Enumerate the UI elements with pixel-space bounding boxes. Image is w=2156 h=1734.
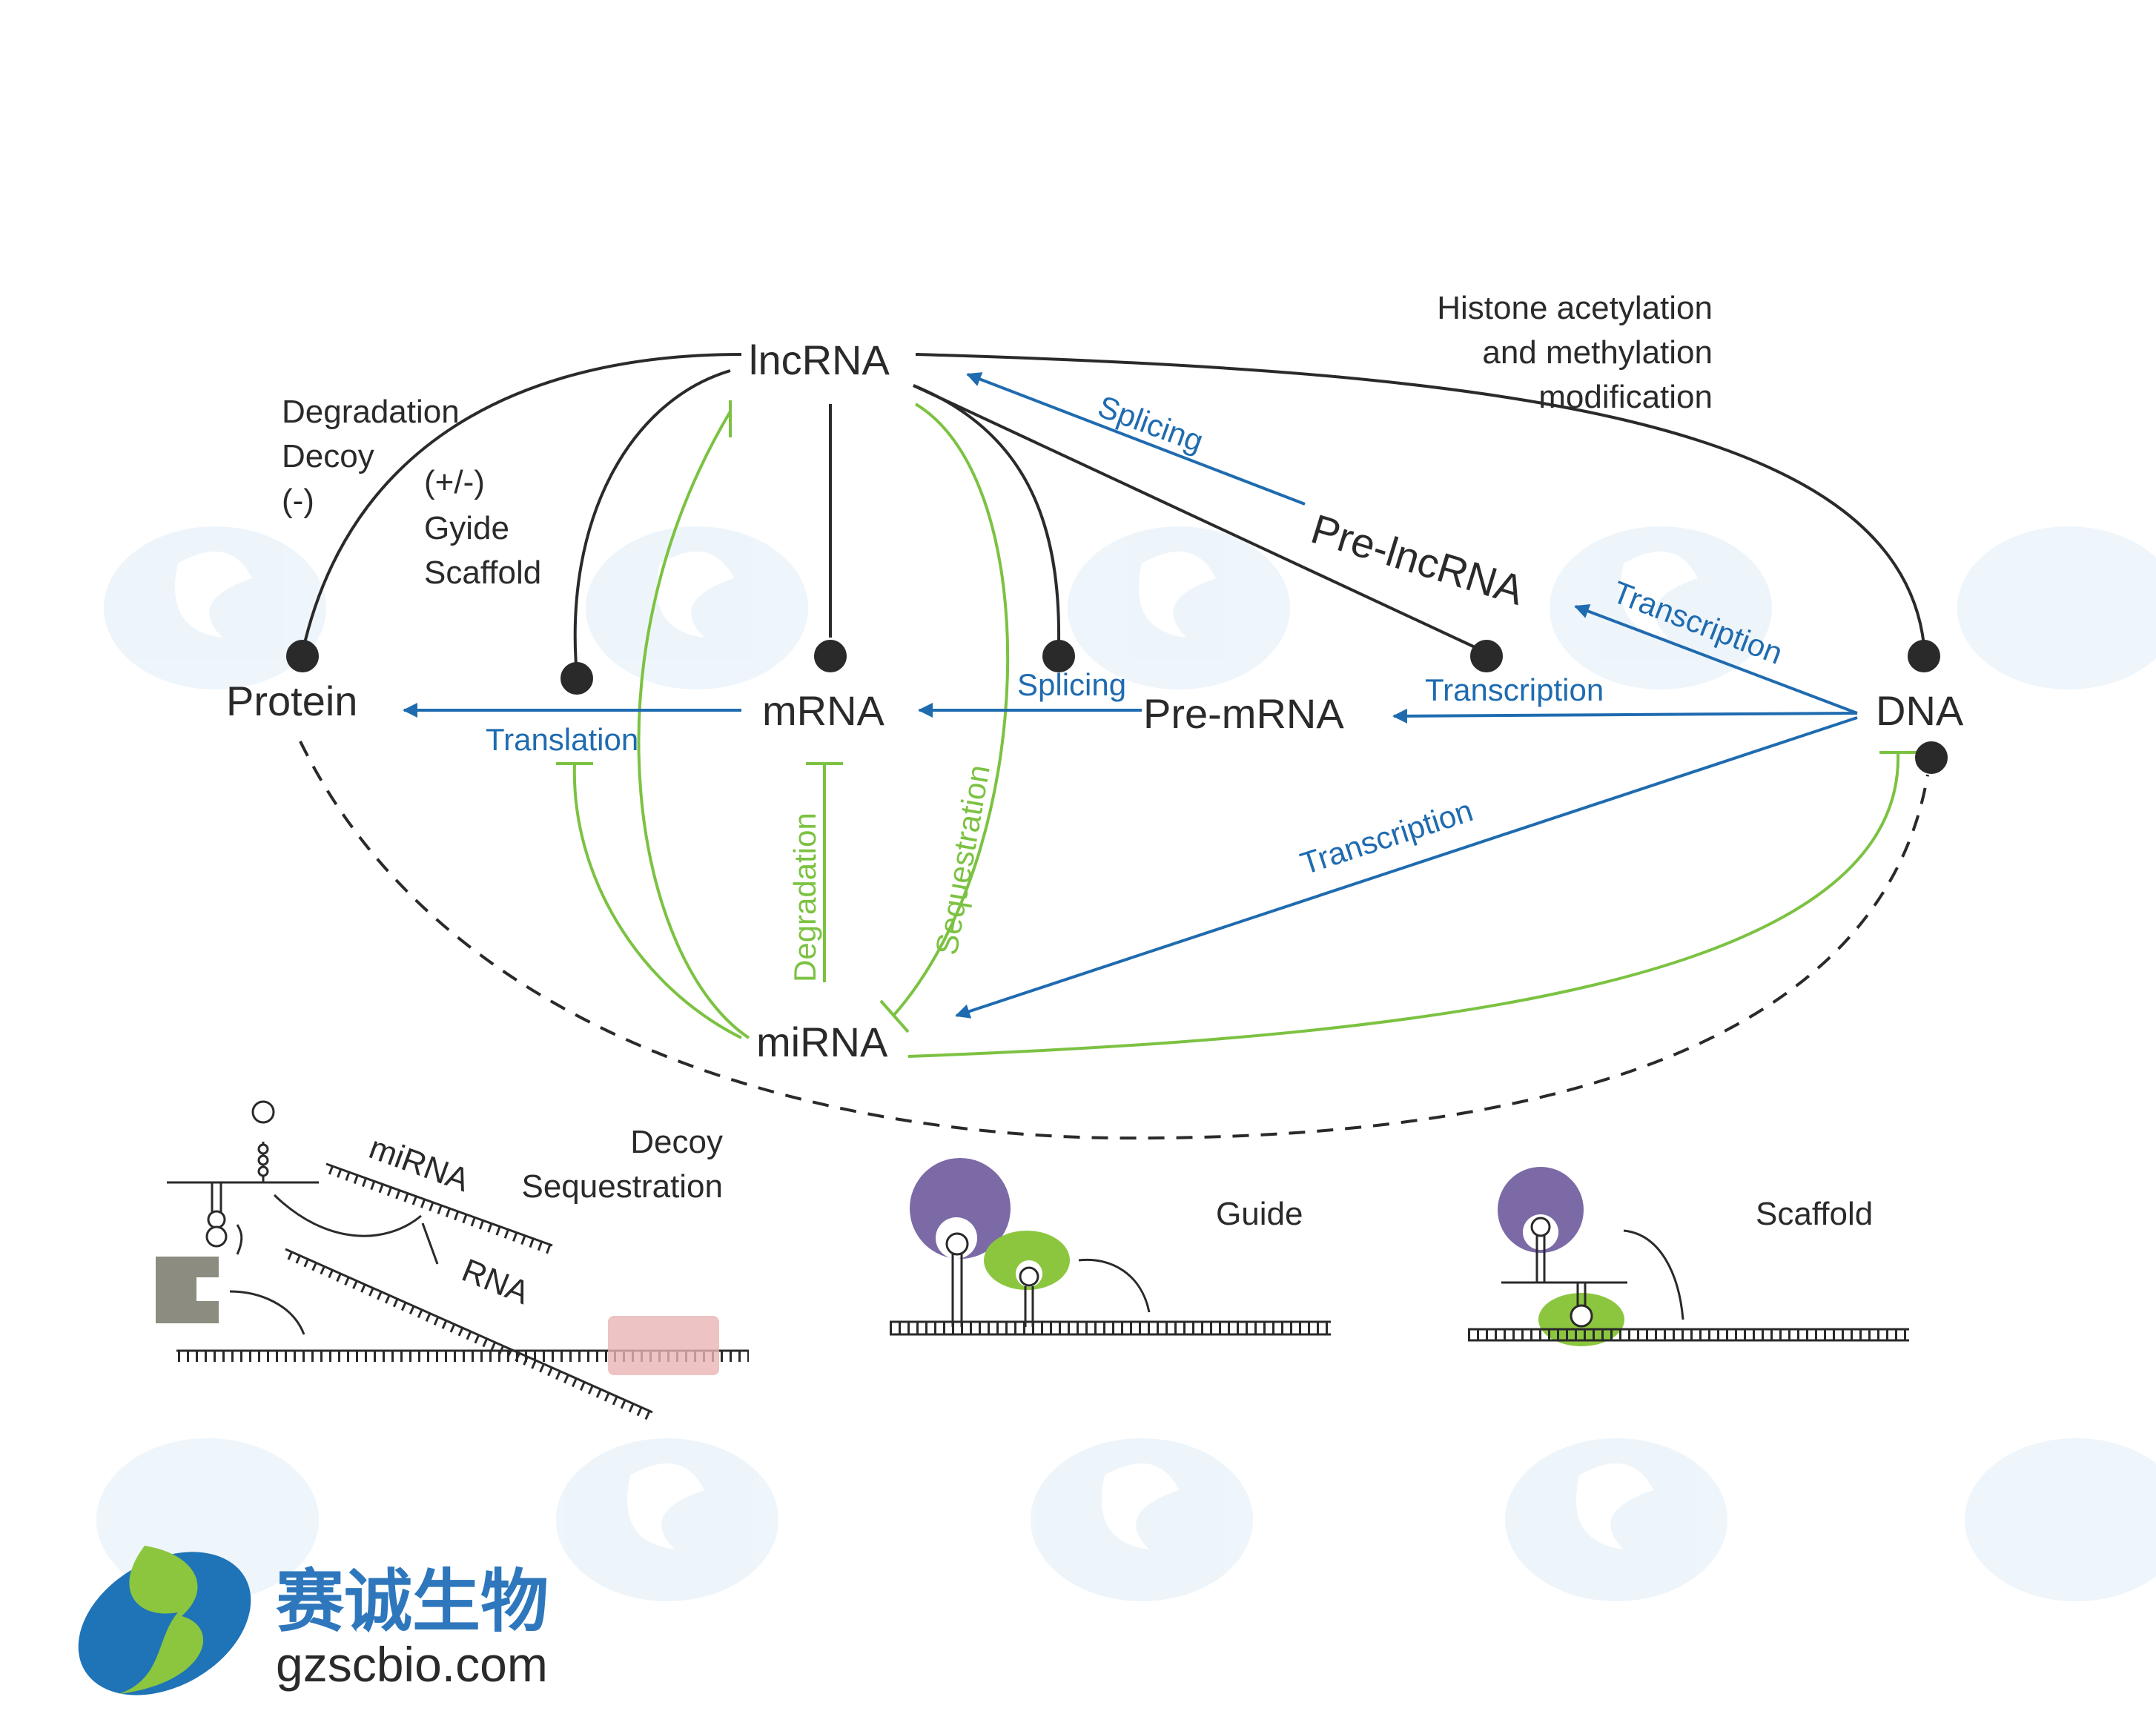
node-labels: lncRNA Protein mRNA Pre-mRNA Pre-lncRNA …	[226, 337, 1964, 1065]
edge-lncrna-to-pre-mrna	[913, 384, 1484, 652]
watermark-layer	[96, 526, 2156, 1601]
edge-lncrna-to-splicing-dot	[1042, 640, 1075, 672]
decoy-pink-region	[608, 1316, 719, 1375]
guide-loop-2	[1019, 1266, 1039, 1287]
annotations: Degradation Decoy (-) (+/-) Gyide Scaffo…	[282, 290, 1713, 591]
edge-mirna-to-dna	[907, 752, 1900, 1058]
annotation-histone-1: Histone acetylation	[1437, 290, 1713, 326]
brand-logo: 赛诚生物 gzscbio.com	[78, 1546, 549, 1695]
annotation-gyide: Gyide	[424, 510, 509, 546]
decoy-label: Decoy	[630, 1124, 723, 1160]
annotation-histone-3: modification	[1538, 379, 1713, 415]
node-lncrna: lncRNA	[749, 337, 890, 383]
label-transcription-mirna: Transcription	[1296, 792, 1477, 881]
brand-url: gzscbio.com	[276, 1637, 548, 1692]
mechanism-guide-panel: Guide	[890, 1158, 1331, 1336]
annotation-decoy: Decoy	[282, 438, 374, 474]
label-transcription-pre-mrna: Transcription	[1425, 672, 1604, 707]
node-mrna: mRNA	[762, 687, 885, 734]
guide-purple-protein	[910, 1158, 1011, 1259]
watermark-logo-5	[1957, 526, 2156, 689]
black-interaction-lines	[286, 353, 1948, 1140]
watermark-logo-3	[1068, 526, 1290, 689]
guide-curve-arrow	[1078, 1258, 1151, 1313]
annotation-scaffold: Scaffold	[424, 555, 541, 591]
guide-green-protein	[984, 1231, 1070, 1290]
edge-lncrna-to-dna	[915, 353, 1925, 646]
node-pre-mrna: Pre-mRNA	[1143, 690, 1344, 737]
guide-loop	[945, 1232, 969, 1256]
node-pre-lncrna: Pre-lncRNA	[1306, 505, 1530, 614]
decoy-rna-strand	[285, 1248, 653, 1414]
decoy-top-bead-2	[257, 1154, 269, 1166]
scaffold-purple-protein	[1498, 1167, 1584, 1253]
watermark-logo-2	[586, 526, 808, 689]
decoy-grey-protein	[156, 1257, 219, 1323]
decoy-mirna-strand	[325, 1162, 553, 1247]
node-protein: Protein	[226, 678, 357, 724]
edge-lncrna-to-mirna-sequestration	[892, 403, 1010, 1017]
watermark-logo-8	[1031, 1438, 1253, 1601]
annotation-negative: (-)	[282, 483, 314, 519]
annotation-histone-2: and methylation	[1482, 334, 1713, 371]
watermark-logo-7	[556, 1438, 778, 1601]
edge-protein-to-dna-dashed	[299, 741, 1929, 1140]
watermark-logo-9	[1505, 1438, 1727, 1601]
decoy-double-arrow	[421, 1222, 439, 1265]
edge-dna-dashed-dot	[1915, 741, 1948, 774]
label-sequestration: Sequestration	[929, 762, 996, 957]
guide-label: Guide	[1216, 1196, 1303, 1232]
label-translation: Translation	[486, 722, 638, 757]
edge-lncrna-to-translation	[573, 369, 731, 675]
decoy-loop-1	[207, 1210, 226, 1229]
decoy-top-bead-3	[257, 1143, 269, 1155]
sequestration-label: Sequestration	[521, 1168, 723, 1205]
decoy-top-bead-1	[257, 1165, 269, 1177]
decoy-rna-label: RNA	[457, 1252, 535, 1311]
edge-lncrna-to-protein-dot	[286, 640, 319, 672]
annotation-plus-minus: (+/-)	[424, 464, 485, 500]
edge-sequestration-tbar	[879, 999, 910, 1033]
label-splicing-lncrna: Splicing	[1094, 388, 1208, 458]
watermark-logo-4	[1550, 526, 1772, 689]
mechanism-decoy-panel: Decoy Sequestration miRNA RNA	[156, 1100, 749, 1422]
blue-process-arrows	[403, 372, 1858, 1019]
brand-name-cn: 赛诚生物	[276, 1562, 549, 1641]
edge-lncrna-to-splicing	[913, 384, 1061, 642]
edge-lncrna-to-dna-dot	[1908, 640, 1940, 672]
watermark-logo-1	[104, 526, 326, 689]
label-splicing-mrna: Splicing	[1017, 667, 1126, 702]
decoy-top-loop	[251, 1100, 275, 1124]
edge-mirna-to-protein-translation	[572, 763, 742, 1039]
decoy-curve-arrow-3	[236, 1224, 243, 1255]
mechanism-scaffold-panel: Scaffold	[1468, 1167, 1909, 1346]
annotation-degradation: Degradation	[282, 394, 460, 430]
arrow-dna-to-mirna	[955, 716, 1858, 1019]
scaffold-label: Scaffold	[1756, 1196, 1873, 1232]
green-inhibition-lines	[556, 400, 1917, 1058]
decoy-curve-arrow-1	[273, 1194, 422, 1237]
edge-lncrna-to-pre-mrna-dot	[1470, 640, 1503, 672]
watermark-logo-10	[1965, 1438, 2156, 1601]
arrow-pre-lncrna-to-lncrna	[966, 372, 1306, 506]
edge-mirna-to-lncrna-left	[637, 410, 750, 1039]
arrow-dna-to-pre-mrna	[1392, 708, 1858, 724]
label-degradation: Degradation	[787, 813, 822, 982]
arrow-dna-to-pre-lncrna	[1574, 604, 1858, 715]
node-dna: DNA	[1876, 687, 1964, 734]
scaffold-top-loop	[1530, 1217, 1551, 1237]
brand-logo-emblem	[78, 1552, 251, 1695]
decoy-loop-2	[205, 1225, 228, 1248]
brand-logo-swoosh	[119, 1546, 204, 1694]
node-mirna: miRNA	[756, 1019, 888, 1065]
scaffold-curve-arrow	[1623, 1229, 1684, 1320]
scaffold-green-loop	[1570, 1304, 1593, 1328]
edge-lncrna-to-protein	[301, 353, 742, 653]
decoy-curve-arrow-2	[229, 1290, 305, 1335]
decoy-mirna-ticks	[328, 1165, 552, 1254]
edge-lncrna-to-mrna-dot	[814, 640, 847, 672]
edge-lncrna-to-translation-dot	[561, 662, 593, 695]
